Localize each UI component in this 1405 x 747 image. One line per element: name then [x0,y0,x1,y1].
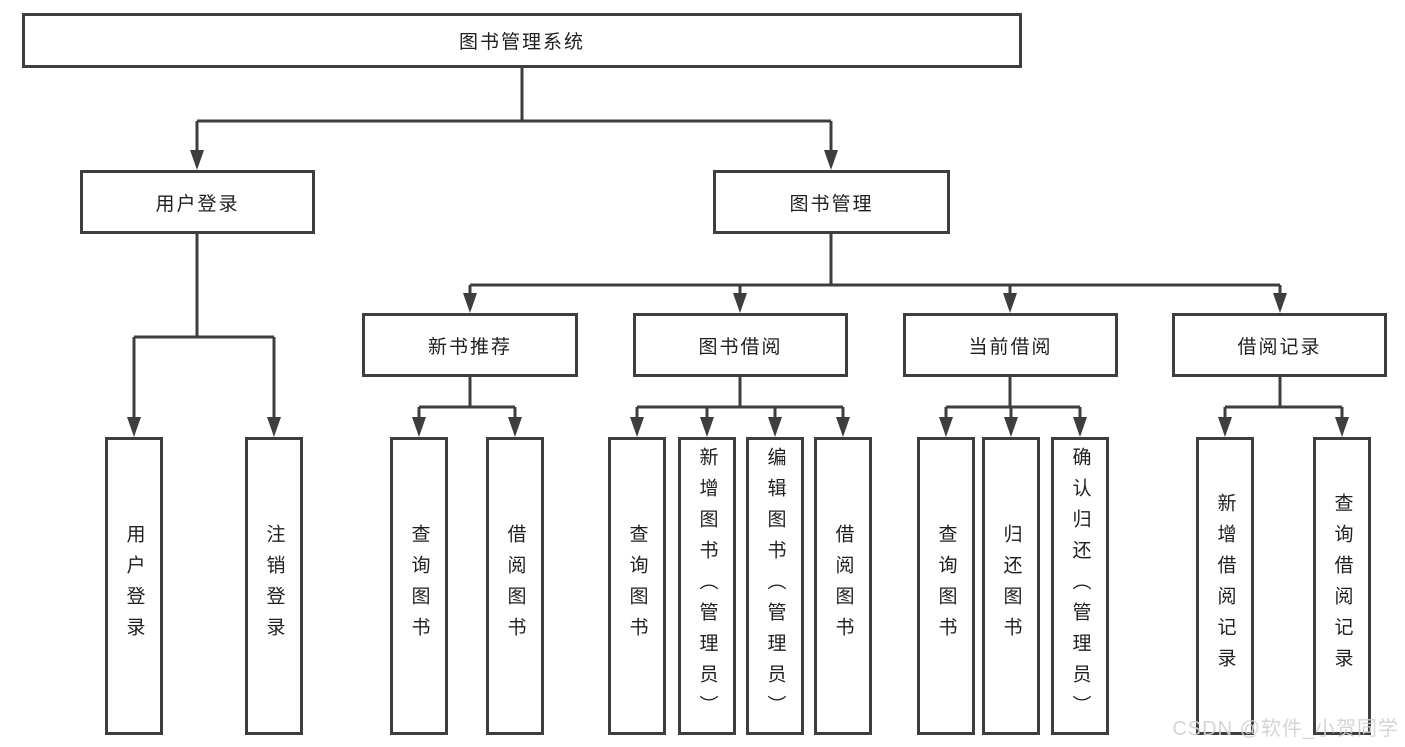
connector-userlogin-to-leaves [132,234,276,420]
connector-borrowing-to-leaves [635,377,845,420]
node-borrowing-records: 借阅记录 [1172,313,1387,377]
leaf-borrowing-borrow-books: 借阅图书 [814,437,872,735]
node-book-management: 图书管理 [713,170,950,234]
leaf-records-query-record: 查询借阅记录 [1313,437,1371,735]
connector-root-to-level2 [195,68,833,154]
node-new-book-recommend: 新书推荐 [362,313,578,377]
connector-newbook-to-leaves [417,377,517,420]
leaf-newbook-borrow-books: 借阅图书 [486,437,544,735]
node-user-login: 用户登录 [80,170,315,234]
leaf-newbook-query-books: 查询图书 [390,437,448,735]
leaf-user-login: 用户登录 [105,437,163,735]
leaf-logout: 注销登录 [245,437,303,735]
leaf-current-confirm-return-admin: 确认归还（管理员） [1051,437,1109,735]
leaf-current-query-books: 查询图书 [917,437,975,735]
leaf-borrowing-add-books-admin: 新增图书（管理员） [678,437,736,735]
leaf-borrowing-query-books: 查询图书 [608,437,666,735]
node-library-management-system: 图书管理系统 [22,13,1022,68]
leaf-current-return-books: 归还图书 [982,437,1040,735]
watermark: CSDN @软件_小贺同学 [1172,718,1399,740]
node-current-borrowing: 当前借阅 [903,313,1118,377]
leaf-borrowing-edit-books-admin: 编辑图书（管理员） [746,437,804,735]
node-book-borrowing: 图书借阅 [633,313,848,377]
connector-bookmgmt-to-level3 [468,234,1282,297]
connector-records-to-leaves [1223,377,1344,420]
leaf-records-add-record: 新增借阅记录 [1196,437,1254,735]
connector-current-to-leaves [944,377,1082,420]
